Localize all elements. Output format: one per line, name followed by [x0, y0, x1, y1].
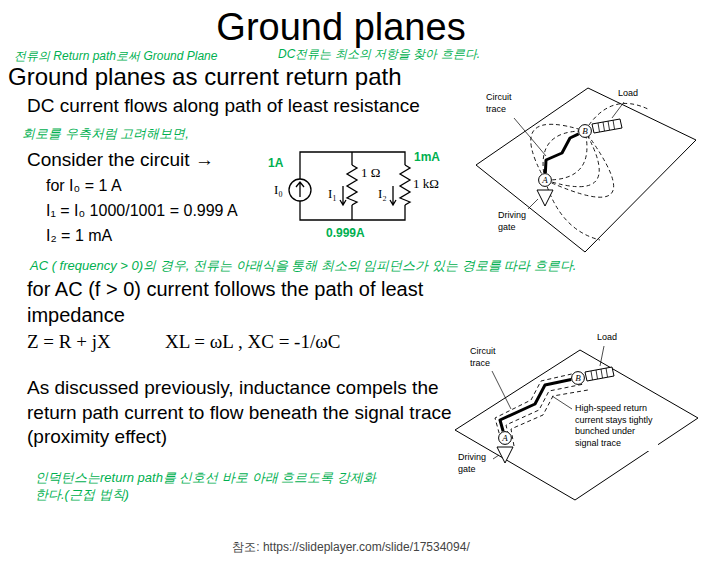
text-label: Ground planes as current return path: [8, 61, 402, 92]
ground-plane: [455, 350, 698, 500]
circuit-trace: [500, 379, 571, 431]
current-source: [289, 179, 311, 201]
callout-circle: B: [571, 371, 585, 385]
text-label: Consider the circuit →: [27, 148, 214, 173]
text-label: DC전류는 최소의 저항을 찾아 흐른다.: [278, 47, 480, 63]
text-label: 1 kΩ: [413, 176, 439, 193]
callout-circle: B: [578, 124, 592, 138]
text-label: Circuit trace: [486, 92, 522, 115]
text-label: for AC (f > 0) current follows the path …: [27, 276, 427, 328]
slide-title: Ground planes: [216, 3, 465, 52]
text-label: Driving gate: [458, 452, 494, 475]
text-label: I₁: [328, 186, 337, 203]
text-label: XL = ωL , XC = -1/ωC: [165, 330, 340, 355]
field-line: [545, 131, 587, 180]
pcb-figure-1: [476, 88, 696, 252]
text-label: Circuit trace: [470, 346, 506, 369]
field-line: [543, 131, 585, 180]
leader-line: [514, 102, 624, 209]
wire: [300, 152, 405, 220]
pcb-figure-2: [455, 346, 698, 500]
field-line: [545, 131, 599, 187]
text-label: 0.999A: [326, 226, 365, 242]
load-symbol: [585, 367, 614, 381]
text-label: I₀: [274, 182, 283, 199]
text-label: Load: [618, 88, 638, 100]
text-label: As discussed previously, inductance comp…: [27, 376, 459, 450]
callout-letter: A: [502, 434, 508, 443]
text-label: DC current flows along path of least res…: [27, 94, 420, 119]
field-line: [545, 180, 600, 240]
load-winding: [598, 120, 615, 132]
resistor-symbol: [347, 165, 357, 205]
text-label: Driving gate: [498, 210, 534, 233]
field-lines: [531, 103, 650, 240]
text-label: 1mA: [414, 150, 440, 166]
text-label: 1A: [268, 156, 283, 172]
current-arrow: [390, 186, 396, 205]
text-label: High-speed return current stays tightly …: [574, 402, 658, 451]
field-line: [545, 131, 614, 197]
gate-symbol: [497, 447, 513, 463]
text-label: 1 Ω: [361, 165, 380, 182]
callout-circle: A: [538, 173, 552, 187]
load-winding: [591, 368, 608, 380]
text-label: 인덕턴스는return path를 신호선 바로 아래 흐르도록 강제화 한다.…: [35, 470, 385, 504]
callout-letter: B: [582, 127, 588, 136]
text-label: for I₀ = 1 A: [46, 176, 122, 197]
text-label: Load: [597, 332, 617, 344]
text-label: I₂ = 1 mA: [46, 226, 112, 247]
text-label: I₁ = I₀ 1000/1001 = 0.999 A: [46, 201, 238, 222]
circuit-trace: [545, 134, 578, 173]
circuit-schematic: [289, 152, 410, 220]
text-label: AC ( frequency > 0)의 경우, 전류는 아래식을 통해 최소의…: [30, 258, 576, 275]
resistor-symbol: [400, 165, 410, 205]
text-label: 회로를 우측처럼 고려해보면,: [22, 126, 189, 143]
ground-plane: [476, 88, 696, 252]
load-symbol: [592, 119, 622, 133]
callout-letter: A: [542, 176, 548, 185]
text-label: 전류의 Return path로써 Ground Plane: [14, 49, 217, 65]
text-label: Z = R + jX: [27, 330, 111, 355]
callout-letter: B: [575, 374, 581, 383]
current-arrow: [340, 186, 346, 205]
gate-symbol: [537, 190, 553, 206]
text-label: I₂: [378, 186, 387, 203]
field-line: [531, 124, 585, 180]
caption: 참조: https://slideplayer.com/slide/175340…: [232, 540, 469, 556]
callout-circle: A: [498, 431, 512, 445]
source-arrow: [296, 182, 304, 197]
